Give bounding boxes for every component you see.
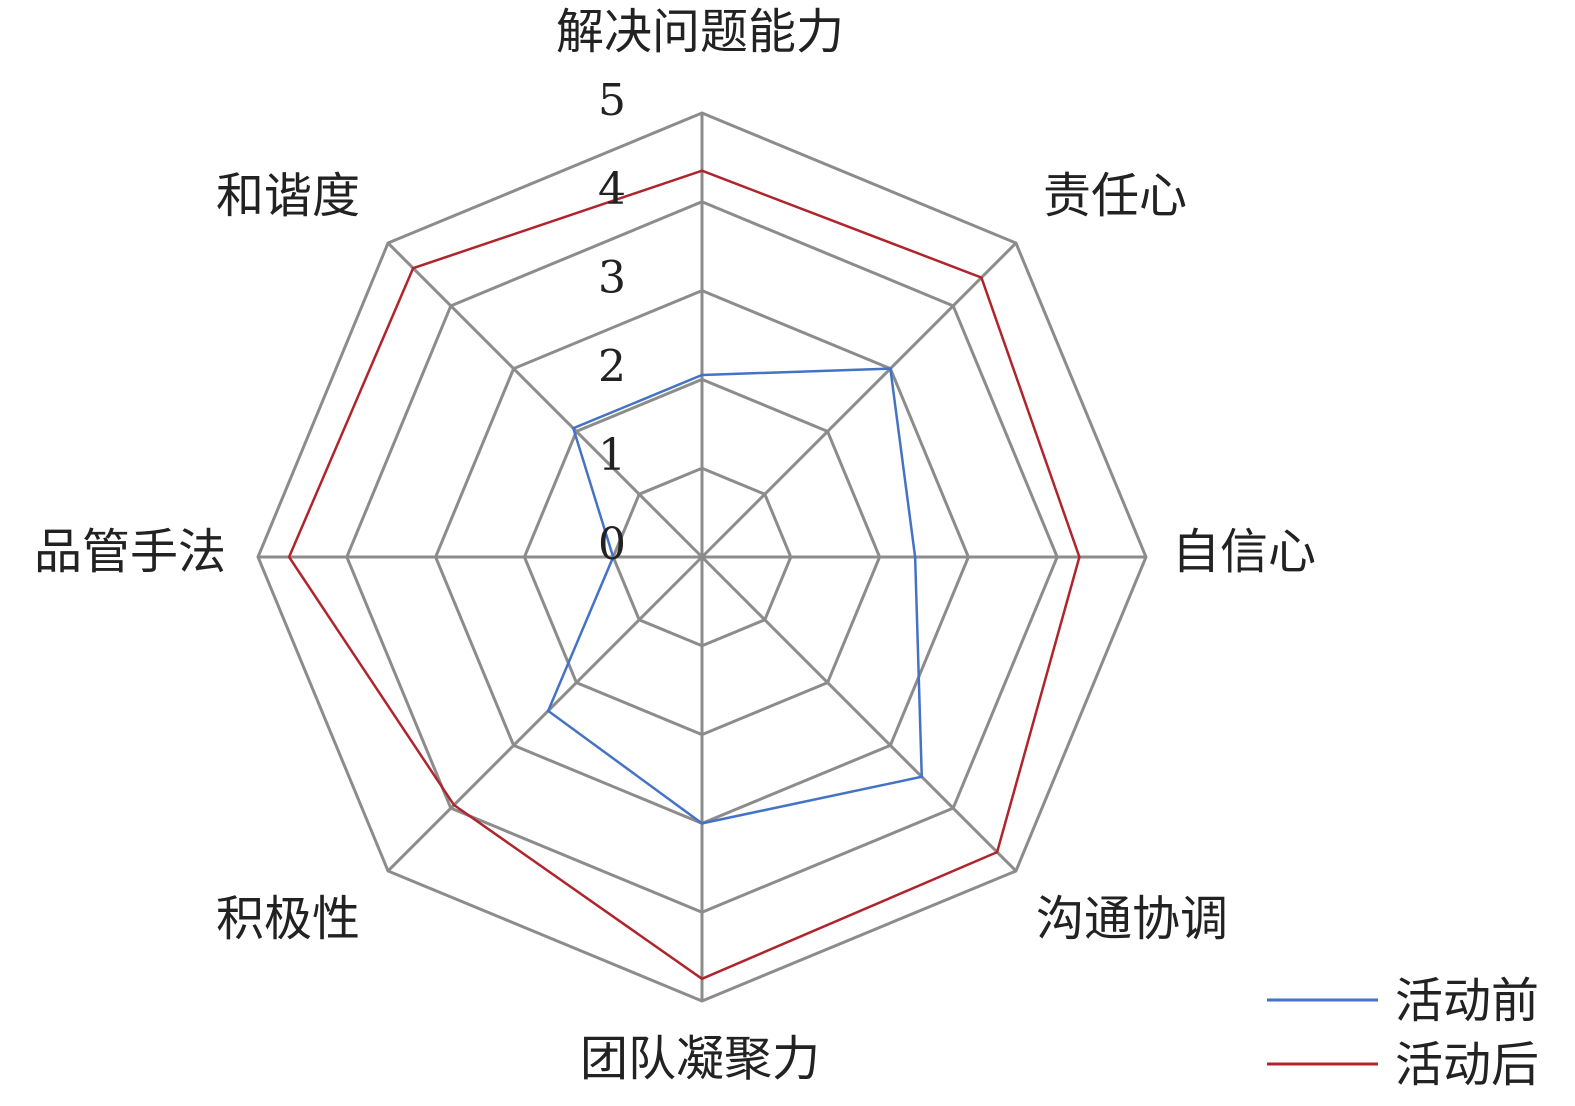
- grid-spoke: [700, 241, 1018, 559]
- axis-label: 团队凝聚力: [580, 1031, 820, 1087]
- axis-label: 沟通协调: [1036, 891, 1228, 947]
- legend-label: 活动前: [1395, 973, 1539, 1029]
- grid-spoke: [386, 241, 704, 559]
- grid-spoke: [700, 555, 1018, 873]
- axis-label: 积极性: [216, 891, 360, 947]
- series-line-1: [287, 169, 1081, 981]
- legend-label: 活动后: [1395, 1037, 1539, 1093]
- tick-label: 3: [598, 253, 626, 304]
- radial-tick-labels: 0 1 2 3 4 5: [598, 75, 626, 570]
- tick-label: 0: [598, 519, 626, 570]
- axis-label: 品管手法: [34, 524, 226, 580]
- axis-label: 解决问题能力: [556, 4, 844, 60]
- axis-label: 和谐度: [216, 168, 360, 224]
- tick-label: 1: [598, 430, 626, 481]
- tick-label: 5: [598, 75, 626, 126]
- radar-series: [287, 169, 1081, 981]
- axis-label: 自信心: [1172, 524, 1316, 580]
- axis-label: 责任心: [1043, 168, 1187, 224]
- tick-label: 2: [598, 341, 626, 392]
- radar-grid: [256, 111, 1148, 1003]
- tick-label: 4: [598, 164, 626, 215]
- grid-spoke: [386, 555, 704, 873]
- series-line-0: [546, 367, 924, 825]
